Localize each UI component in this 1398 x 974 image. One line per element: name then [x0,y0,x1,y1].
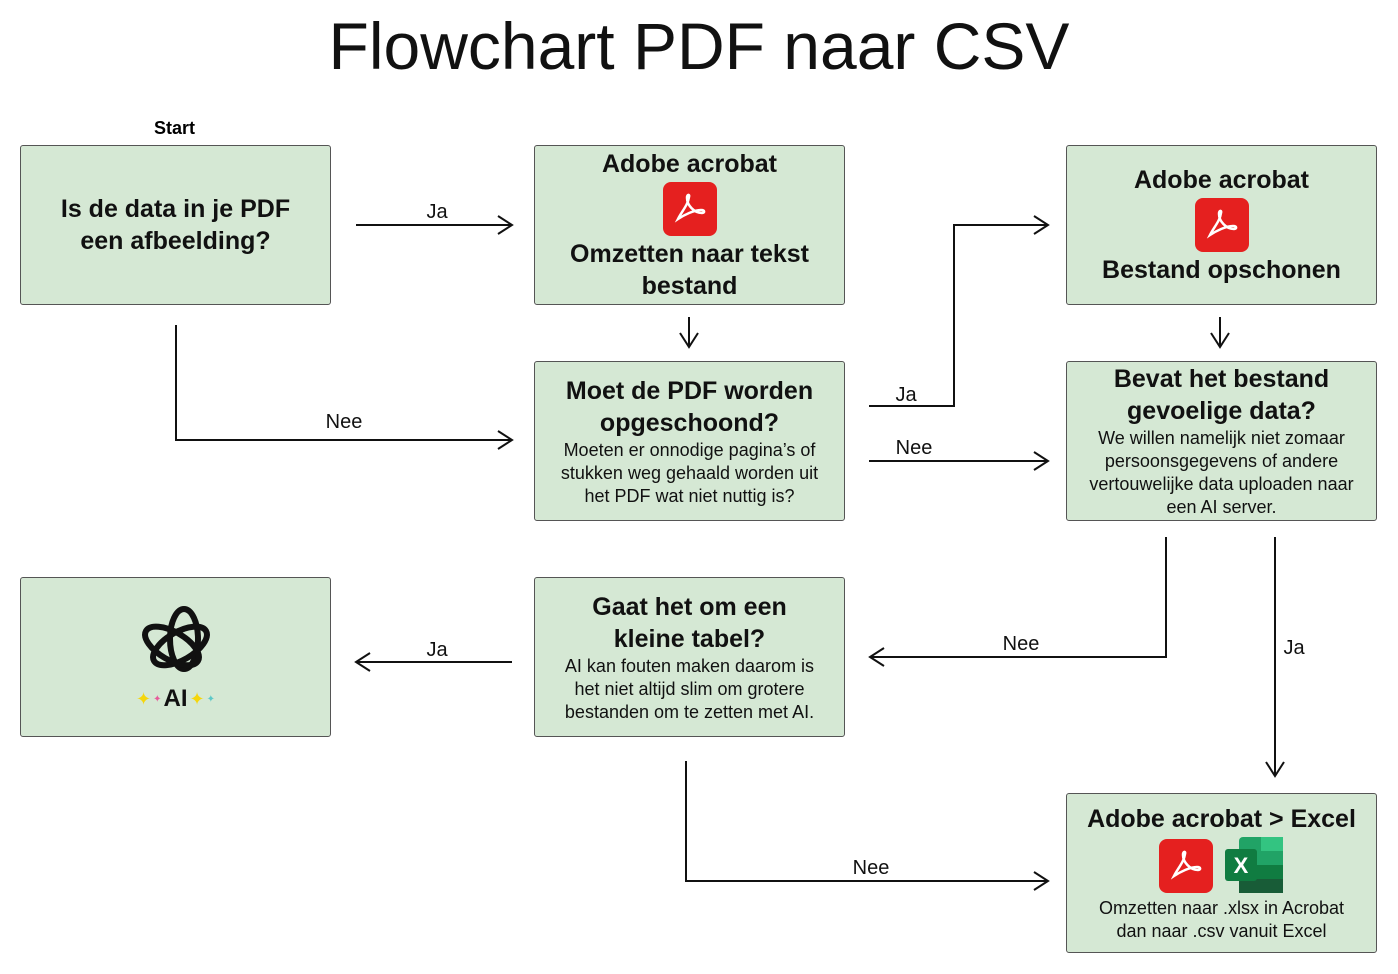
edge-label: Ja [895,384,917,406]
node-small-table: Gaat het om een kleine tabel? AI kan fou… [534,577,845,737]
node-description: We willen namelijk niet zomaar persoonsg… [1089,428,1354,517]
sparkle-icon: ✦ [153,693,162,705]
node-acrobat-clean: Adobe acrobat Bestand opschonen [1066,145,1377,305]
edge-label: Nee [325,411,363,433]
edge-label: Ja [426,201,448,223]
node-title: Adobe acrobat > Excel [1087,805,1356,833]
arrow-clean-to-q-sensitive [1210,317,1230,349]
node-needs-cleaning: Moet de PDF worden opgeschoond? Moeten e… [534,361,845,521]
adobe-pdf-icon [1158,839,1213,893]
edge-label: Ja [1283,637,1305,659]
node-title: Moet de PDF worden opgeschoond? [565,376,814,437]
node-title: Bevat het bestand gevoelige data? [1113,365,1330,425]
node-acrobat-ocr: Adobe acrobat Omzetten naar tekst bestan… [534,145,845,305]
node-is-image: Is de data in je PDF een afbeelding? [20,145,331,305]
node-description: Moeten er onnodige pagina’s of stukken w… [560,439,819,506]
node-title: Gaat het om een kleine tabel? [592,592,787,653]
node-action: Bestand opschonen [1102,256,1341,284]
node-sensitive-data: Bevat het bestand gevoelige data? We wil… [1066,361,1377,521]
sparkle-icon: ✦ [189,688,205,709]
adobe-pdf-icon [1194,198,1249,252]
openai-logo-icon [141,606,210,672]
svg-text:X: X [1233,853,1248,878]
node-description: AI kan fouten maken daarom is het niet a… [564,655,815,722]
arrow-q-image-to-ocr [356,215,514,235]
ai-label: AI [163,685,188,712]
adobe-pdf-icon [662,182,717,236]
node-ai: ✦✦ AI ✦✦ [20,577,331,737]
edge-label: Ja [426,639,448,661]
page-title: Flowchart PDF naar CSV [328,9,1070,83]
arrow-q-sensitive-to-excel [1265,537,1285,778]
edge-label: Nee [1002,633,1040,655]
node-title: Adobe acrobat [1133,166,1310,194]
node-title: Is de data in je PDF een afbeelding? [60,195,291,255]
edge-label: Nee [895,437,933,459]
arrow-q-clean-to-q-sensitive [869,451,1050,471]
sparkle-icon: ✦ [206,693,215,705]
arrow-ocr-to-q-clean [679,317,699,349]
arrow-q-small-to-excel [685,761,1050,891]
node-title: Adobe acrobat [601,150,778,178]
node-action: Omzetten naar tekst bestand [570,240,809,300]
start-label: Start [154,118,196,138]
arrow-q-small-to-ai [354,652,512,672]
excel-icon: X [1224,837,1283,893]
sparkle-icon: ✦ [136,688,152,709]
node-acrobat-excel: Adobe acrobat > Excel X Omzetten naar .x… [1066,793,1377,953]
arrow-q-image-to-q-clean [175,325,514,450]
arrow-q-clean-to-clean [869,215,1050,407]
node-description: Omzetten naar .xlsx in Acrobat dan naar … [1098,898,1345,941]
edge-label: Nee [852,857,890,879]
arrow-q-sensitive-to-q-small [868,537,1167,667]
